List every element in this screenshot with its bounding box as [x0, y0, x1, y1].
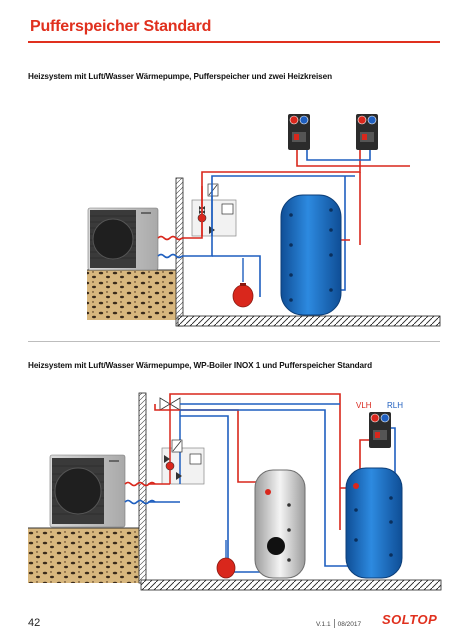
heat-pump-unit: [49, 454, 126, 528]
expansion-vessel: [216, 540, 236, 579]
ground-gravel: [28, 528, 140, 583]
diagram1-schematic: [87, 114, 441, 327]
diagram2-schematic: VLH RLH: [28, 392, 442, 591]
version-date: 08/2017: [337, 621, 362, 628]
ground-gravel: [87, 270, 179, 320]
wp-boiler-inox: [254, 469, 306, 579]
floor-hatch: [140, 579, 442, 591]
heating-circuit-1: [288, 114, 310, 150]
house-wall: [175, 177, 184, 327]
flow-label: VLH: [356, 401, 372, 410]
heating-circuit-1: [369, 412, 391, 448]
return-label: RLH: [387, 401, 403, 410]
diagram1-subtitle: Heizsystem mit Luft/Wasser Wärmepumpe, P…: [28, 72, 332, 81]
buffer-tank: [345, 467, 403, 579]
brand-logo: SOLTOP: [382, 612, 438, 627]
page-title: Pufferspeicher Standard: [30, 18, 212, 35]
hydraulic-module: [161, 404, 205, 485]
expansion-vessel: [232, 258, 254, 308]
floor-hatch: [177, 315, 441, 327]
heating-circuit-2: [356, 114, 378, 150]
diagram2-subtitle: Heizsystem mit Luft/Wasser Wärmepumpe, W…: [28, 361, 372, 370]
section-divider: [28, 341, 440, 342]
version-number: V.1.1: [316, 621, 331, 628]
footer-separator: [333, 619, 335, 628]
hydraulic-module: [191, 183, 237, 237]
heat-pump-unit: [87, 207, 159, 271]
buffer-tank: [280, 194, 342, 316]
house-wall: [138, 392, 147, 584]
page-number: 42: [28, 617, 41, 629]
title-rule: [28, 41, 440, 43]
version-info: V.1.1 08/2017: [316, 619, 361, 628]
